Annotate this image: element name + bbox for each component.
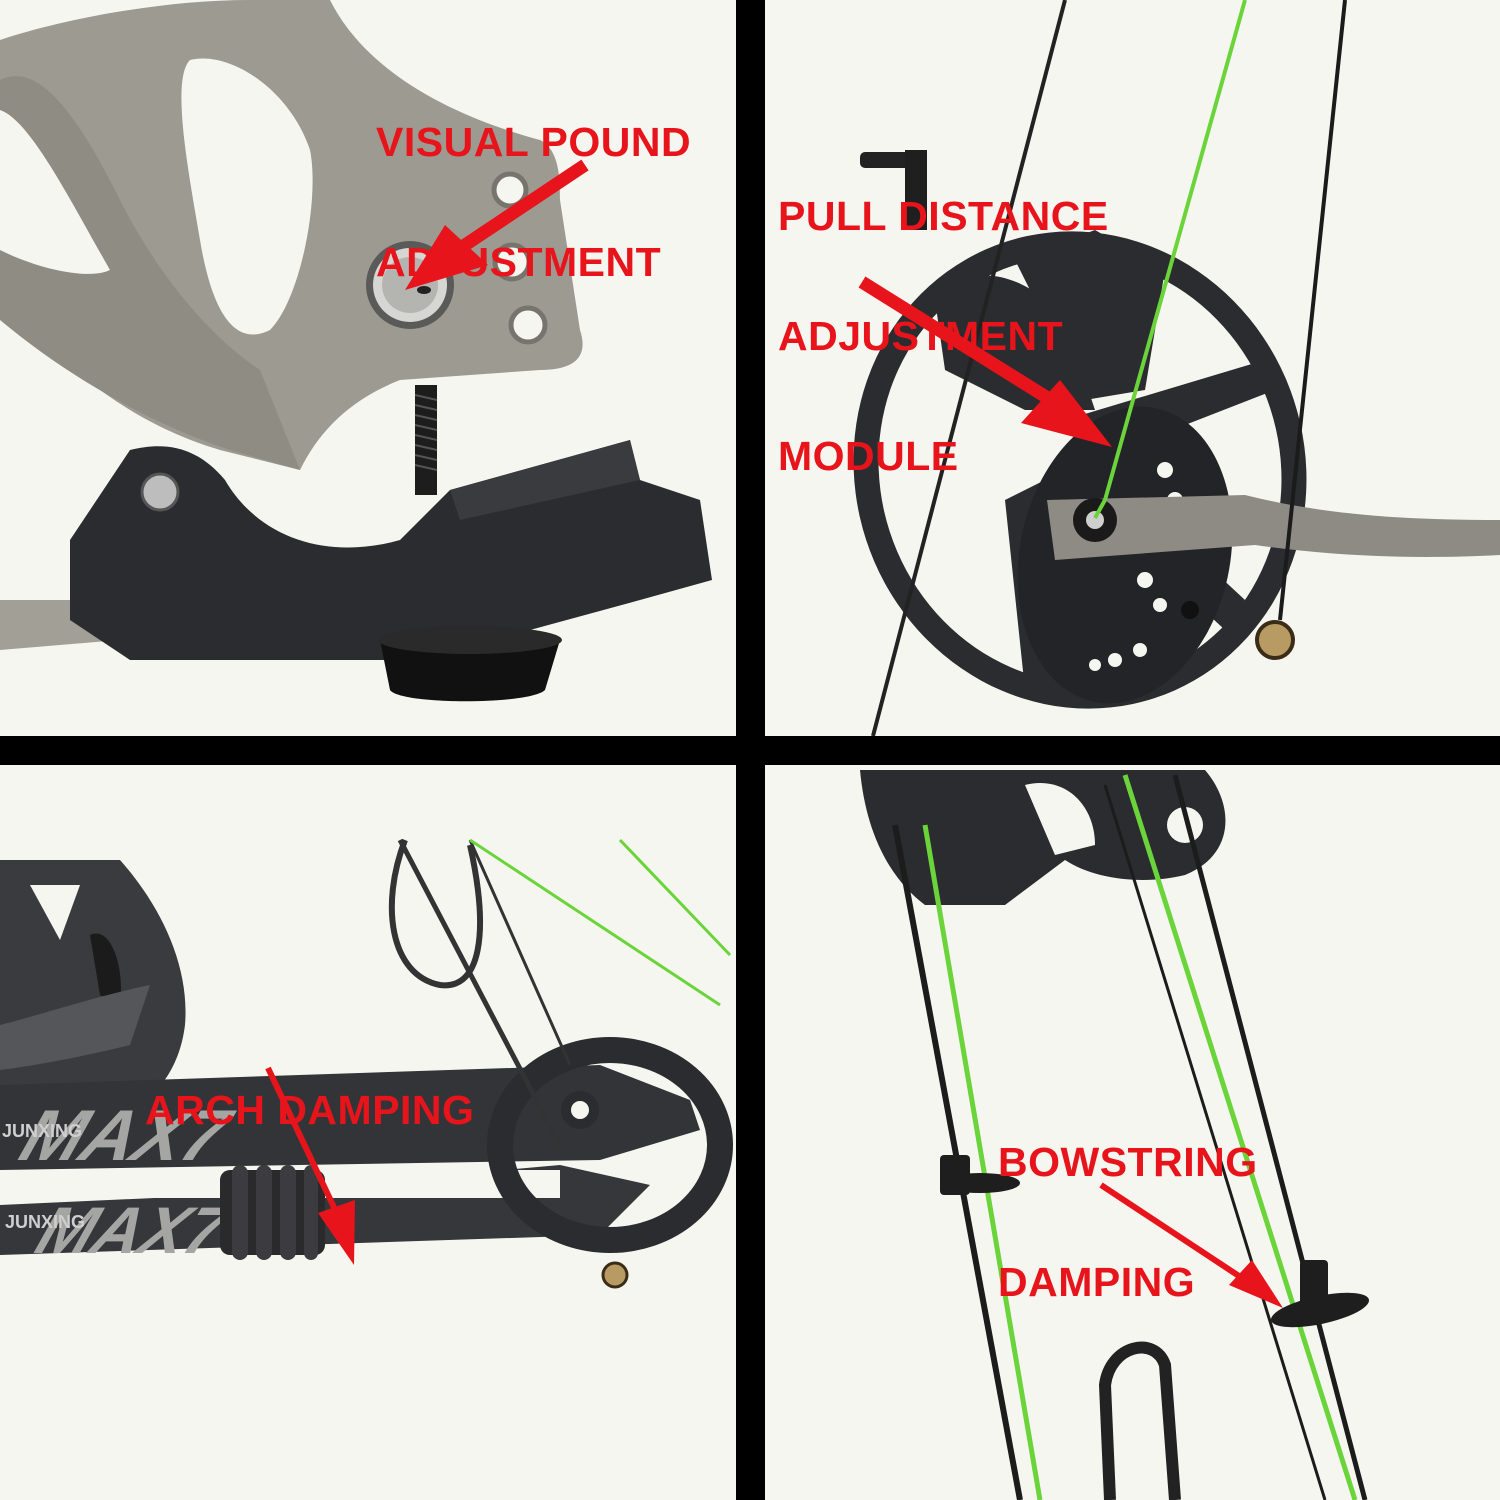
label-line-1: VISUAL POUND (376, 119, 692, 165)
cam-wheel-illustration (853, 0, 1500, 736)
panel-pull-distance-adjustment-module: PULL DISTANCE ADJUSTMENT MODULE (765, 0, 1500, 736)
limb-damper-illustration: MAX7 MAX7 JUNXING JUNXING (0, 838, 733, 1289)
label-arch-damping: ARCH DAMPING (145, 1010, 474, 1210)
label-pull-distance-adjustment-module: PULL DISTANCE ADJUSTMENT MODULE (778, 116, 1109, 556)
panel-bowstring-damping: BOWSTRING DAMPING (765, 765, 1500, 1500)
label-line-2: ADJUSTMENT (376, 239, 662, 285)
label-visual-pound-adjustment: VISUAL POUND ADJUSTMENT (376, 42, 691, 362)
label-line-1: ARCH DAMPING (145, 1087, 475, 1133)
horizontal-divider (0, 736, 1500, 765)
label-line-1: BOWSTRING (998, 1139, 1258, 1185)
label-line-3: MODULE (778, 433, 959, 479)
riser-limb-pocket-illustration (0, 0, 712, 702)
panel-visual-pound-adjustment: VISUAL POUND ADJUSTMENT (0, 0, 736, 736)
limb-brand-text-lower: JUNXING (5, 1212, 85, 1232)
label-line-1: PULL DISTANCE (778, 193, 1109, 239)
limb-model-text-upper: MAX7 (11, 1095, 244, 1175)
panel-arch-damping: MAX7 MAX7 JUNXING JUNXING ARCH DAMPING (0, 765, 736, 1500)
label-line-2: ADJUSTMENT (778, 313, 1064, 359)
limb-model-text-lower: MAX7 (27, 1194, 240, 1268)
label-bowstring-damping: BOWSTRING DAMPING (998, 1062, 1258, 1382)
label-line-2: DAMPING (998, 1259, 1196, 1305)
bowstring-silencer-illustration (860, 770, 1369, 1500)
limb-brand-text-upper: JUNXING (2, 1121, 82, 1141)
